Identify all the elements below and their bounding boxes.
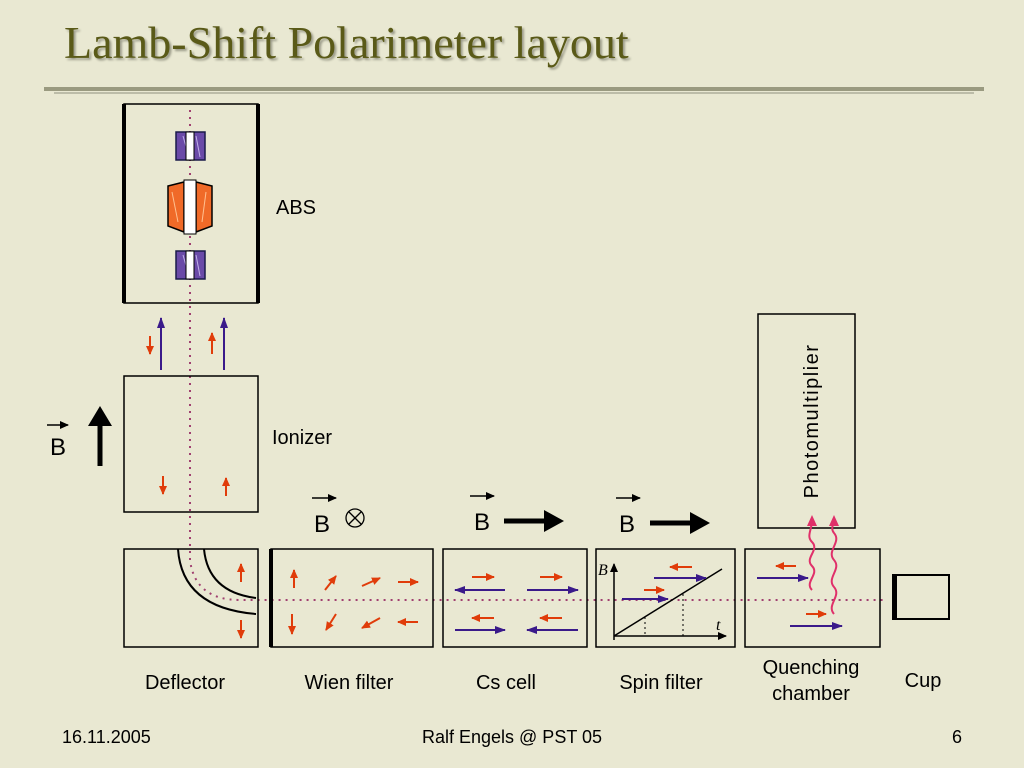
graph-t-label: t <box>716 617 721 634</box>
abs-box <box>122 103 260 304</box>
ionizer-label: Ionizer <box>272 427 332 449</box>
sextupole-magnet-bottom <box>175 250 206 280</box>
cup <box>892 574 950 620</box>
ionizer-box <box>123 375 259 513</box>
lyman-alpha-photons <box>806 515 839 615</box>
photomultiplier-label: Photomultiplier <box>801 344 823 499</box>
label-quenching: Quenching <box>763 657 860 679</box>
title-underline <box>44 87 984 94</box>
label-cup: Cup <box>905 670 942 692</box>
beam-line <box>189 110 885 601</box>
wien-filter-box <box>269 548 434 648</box>
label-deflector: Deflector <box>145 672 225 694</box>
spin-filter-b-field-right: B <box>616 494 710 538</box>
label-cs-cell: Cs cell <box>476 672 536 694</box>
footer-author: Ralf Engels @ PST 05 <box>421 727 603 747</box>
svg-text:B: B <box>619 511 635 538</box>
spin-filter-box: B t <box>595 548 736 648</box>
sextupole-magnet-top <box>175 131 206 161</box>
svg-text:B: B <box>50 434 66 461</box>
footer-date: 16.11.2005 <box>62 727 151 747</box>
wien-b-field-into-page: B <box>312 494 365 538</box>
photomultiplier-box <box>757 313 856 529</box>
label-spin-filter: Spin filter <box>619 672 703 694</box>
abs-label: ABS <box>276 197 316 219</box>
b-field-up: B <box>47 406 112 466</box>
cs-b-field-right: B <box>470 492 564 536</box>
slide-title: Lamb-Shift Polarimeter layout <box>64 17 629 68</box>
quenching-chamber-box <box>744 548 881 648</box>
footer-page-number: 6 <box>952 727 963 747</box>
svg-text:B: B <box>314 511 330 538</box>
label-chamber: chamber <box>772 683 850 705</box>
cs-cell-box <box>442 548 588 648</box>
rf-transition-unit <box>167 179 213 235</box>
beam-arrows-abs-ionizer <box>146 317 228 370</box>
ionizer-spin-arrows <box>159 476 230 496</box>
graph-b-label: B <box>598 562 608 579</box>
svg-text:B: B <box>474 509 490 536</box>
label-wien-filter: Wien filter <box>305 672 394 694</box>
deflector-box <box>123 548 259 648</box>
